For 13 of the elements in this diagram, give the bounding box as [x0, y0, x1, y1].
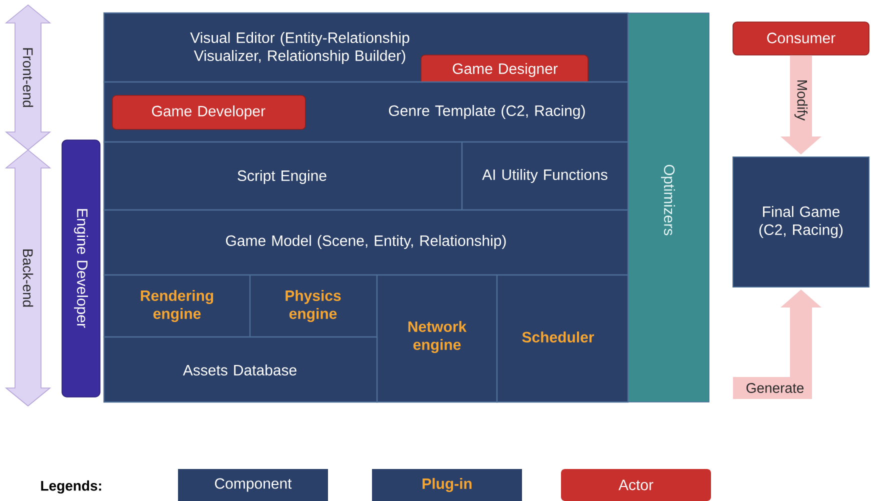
plugin-box: Network engine	[376, 274, 498, 403]
edge-label: Modify	[793, 78, 809, 122]
legend-title: Legends:	[41, 480, 102, 494]
result-box: Final Game (C2, Racing)	[732, 156, 870, 288]
actor-badge: Consumer	[732, 22, 870, 56]
actor-badge: Game Developer	[112, 95, 306, 130]
component-box: AI Utility Functions	[461, 141, 629, 211]
optimizer-bar: Optimizers	[628, 12, 710, 402]
edge-label: Generate	[744, 382, 806, 394]
role-bar: Engine Developer	[62, 140, 100, 398]
plugin-box: Scheduler	[496, 274, 629, 403]
plugin-box: Rendering engine	[103, 274, 251, 338]
plugin-box: Physics engine	[249, 274, 378, 338]
